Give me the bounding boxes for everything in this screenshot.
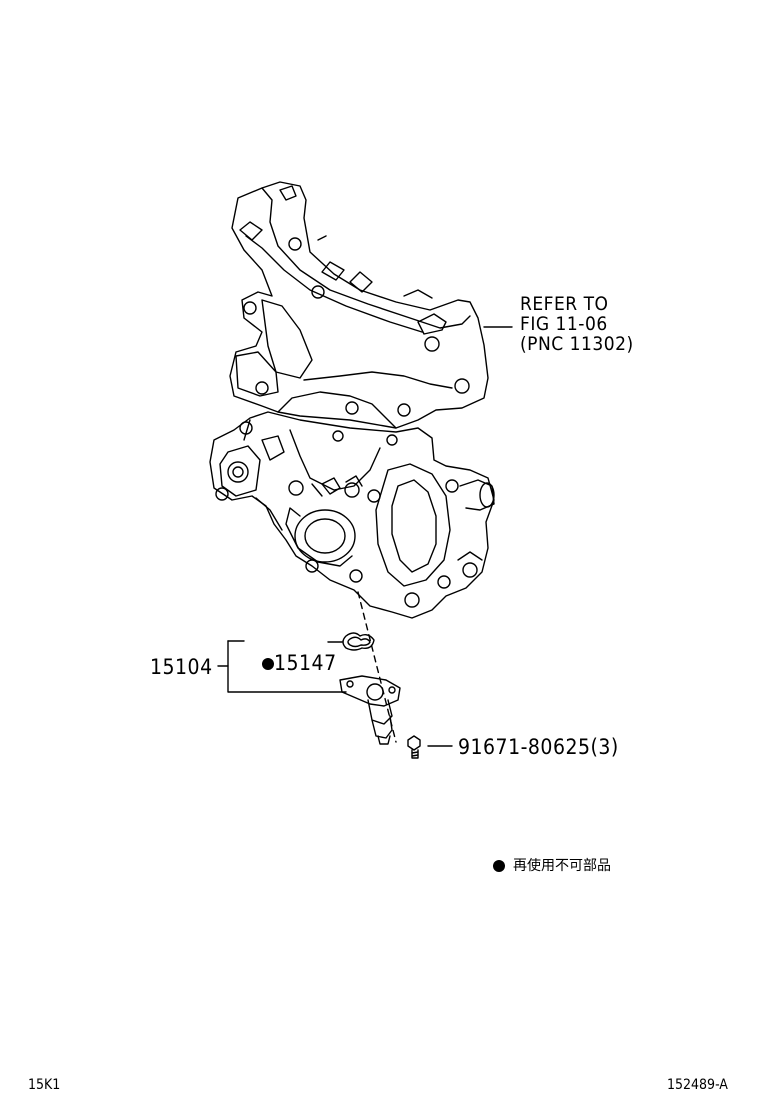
bolt-part-number[interactable]: 91671-80625(3)	[458, 735, 619, 759]
footer-left-code: 15K1	[28, 1077, 61, 1093]
timing-chain-cover	[209, 411, 495, 619]
footer-right-code: 152489-A	[667, 1077, 728, 1093]
legend: 再使用不可部品	[485, 845, 611, 873]
assembly-part-number[interactable]: 15104	[150, 655, 213, 679]
bolt-part	[407, 735, 421, 759]
gasket-part-number: 15147	[274, 651, 337, 675]
oil-control-valve-part	[339, 675, 401, 745]
non-reusable-dot-icon	[493, 860, 505, 872]
legend-text: 再使用不可部品	[513, 858, 611, 874]
upper-bracket	[229, 181, 489, 429]
gasket-part	[342, 632, 375, 651]
refer-note-line-3: (PNC 11302)	[520, 333, 634, 355]
leader-lines	[217, 326, 513, 747]
refer-note-line-1: REFER TO	[520, 293, 609, 315]
gasket-callout[interactable]: 15147	[249, 632, 337, 674]
non-reusable-dot-icon	[262, 658, 274, 670]
refer-note-line-2: FIG 11-06	[520, 313, 608, 335]
